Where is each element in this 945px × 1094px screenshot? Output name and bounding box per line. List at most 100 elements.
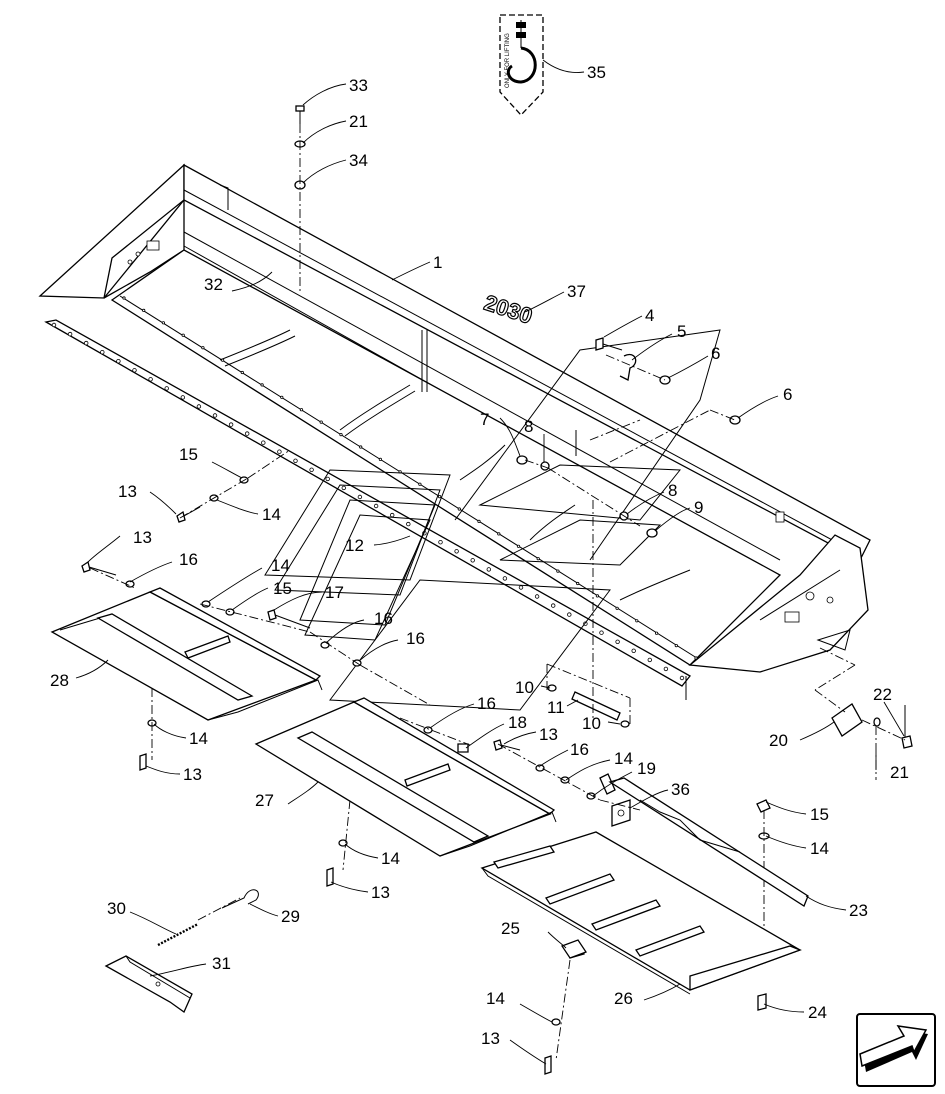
- cutter-bar-hole: [502, 576, 508, 581]
- ghost-outlines: [264, 329, 721, 711]
- callout-18: 18: [508, 713, 527, 732]
- callout-32: 32: [204, 275, 223, 294]
- callout-6: 6: [783, 385, 792, 404]
- divider-panel-27: [254, 697, 557, 857]
- callout-10: 10: [582, 714, 601, 733]
- cutter-bar: [44, 319, 691, 700]
- callout-34: 34: [349, 151, 368, 170]
- callout-numbers: 35 33 21 34 1 32 37 4 5 6 6 7 8 8 9 15 1…: [50, 63, 909, 1048]
- spring-assembly: [104, 889, 259, 1013]
- callout-16: 16: [179, 550, 198, 569]
- cutter-bar-hole: [390, 512, 395, 518]
- cutter-bar-hole: [293, 458, 298, 463]
- callout-22: 22: [873, 685, 892, 704]
- rail-hole: [142, 308, 146, 312]
- callout-26: 26: [614, 989, 633, 1008]
- callout-15: 15: [810, 805, 829, 824]
- cutter-bar-hole: [663, 666, 669, 672]
- rail-hole: [378, 457, 382, 461]
- cutter-bar-hole: [67, 331, 73, 337]
- rail-hole: [654, 631, 659, 635]
- cutter-bar-hole: [551, 603, 556, 608]
- callout-36: 36: [671, 780, 690, 799]
- cutter-bar-hole: [212, 413, 218, 418]
- cutter-bar-hole: [438, 540, 443, 545]
- cutter-bar-hole: [373, 503, 379, 509]
- cutter-bar-hole: [567, 612, 572, 617]
- skid-23: [608, 777, 809, 907]
- cutter-bar-hole: [599, 630, 604, 635]
- cutter-bar-hole: [180, 395, 185, 400]
- model-decal: 2030: [481, 289, 536, 329]
- rail-hole: [122, 296, 126, 300]
- rail-hole: [319, 420, 323, 424]
- cutter-bar-hole: [309, 467, 314, 472]
- cutter-bar-hole: [196, 404, 202, 409]
- rail-hole: [240, 370, 244, 375]
- cutter-bar-hole: [325, 476, 330, 482]
- cutter-bar-hole: [148, 377, 153, 382]
- rail-hole: [516, 544, 521, 548]
- front-rail-holes: [122, 296, 698, 660]
- callout-23: 23: [849, 901, 868, 920]
- callout-14: 14: [486, 989, 505, 1008]
- callout-17: 17: [325, 583, 344, 602]
- callout-25: 25: [501, 919, 520, 938]
- lifter-arms: [219, 329, 691, 601]
- model-decal-text: 2030: [481, 290, 535, 329]
- callout-9: 9: [694, 498, 703, 517]
- assembly-lines: [89, 354, 906, 1061]
- callout-35: 35: [587, 63, 606, 82]
- callout-13: 13: [539, 725, 558, 744]
- rail-hole: [260, 383, 264, 387]
- rail-hole: [674, 643, 678, 648]
- callout-13: 13: [183, 765, 202, 784]
- callout-28: 28: [50, 671, 69, 690]
- callout-33: 33: [349, 76, 368, 95]
- callout-5: 5: [677, 322, 686, 341]
- callout-1: 1: [433, 253, 442, 272]
- cutter-bar-hole: [518, 585, 524, 590]
- rail-hole: [457, 507, 461, 511]
- callout-12: 12: [345, 536, 364, 555]
- cutter-bar-hole: [406, 521, 411, 527]
- cutter-bar-hole: [83, 340, 89, 346]
- callout-27: 27: [255, 791, 274, 810]
- cutter-bar-hole: [261, 440, 266, 445]
- rail-hole: [595, 594, 600, 598]
- cutter-bar-hole: [132, 368, 137, 373]
- callout-29: 29: [281, 907, 300, 926]
- lifting-tag-text: ONLY FOR LIFTING: [505, 33, 511, 88]
- clip-25: [561, 939, 587, 959]
- rail-hole: [437, 494, 442, 499]
- callout-13: 13: [118, 482, 137, 501]
- callout-16: 16: [570, 740, 589, 759]
- callout-20: 20: [769, 731, 788, 750]
- callout-16: 16: [406, 629, 425, 648]
- callout-16: 16: [374, 609, 393, 628]
- cutter-bar-hole: [244, 431, 250, 436]
- callout-19: 19: [637, 759, 656, 778]
- rail-hole: [181, 333, 185, 337]
- rail-hole: [576, 581, 580, 586]
- rail-hole: [359, 445, 363, 449]
- callout-13: 13: [133, 528, 152, 547]
- callout-15: 15: [273, 579, 292, 598]
- cutter-bar-hole: [277, 449, 282, 454]
- callout-31: 31: [212, 954, 231, 973]
- rail-hole: [536, 557, 540, 561]
- cutter-bar-hole: [341, 485, 346, 491]
- callout-8: 8: [524, 417, 533, 436]
- rail-hole: [615, 606, 619, 610]
- cutter-bar-hole: [228, 422, 234, 427]
- callout-11: 11: [547, 698, 565, 717]
- callout-14: 14: [381, 849, 400, 868]
- callout-14: 14: [614, 749, 633, 768]
- cutter-bar-hole: [631, 648, 636, 653]
- cutter-bar-hole: [615, 639, 620, 644]
- header-frame: [38, 163, 871, 673]
- cutter-bar-hole: [534, 594, 540, 599]
- cutter-bar-hole: [100, 350, 105, 355]
- cutter-bar-hole: [116, 359, 121, 364]
